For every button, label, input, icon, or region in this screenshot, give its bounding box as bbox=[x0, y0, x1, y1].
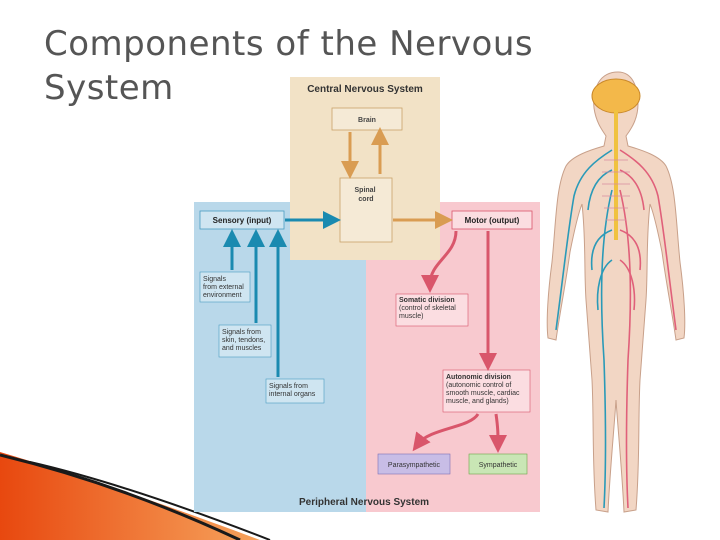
external-signals-label: Signals from external environment bbox=[203, 276, 246, 299]
sensory-label: Sensory (input) bbox=[213, 216, 272, 225]
external-signals-box bbox=[199, 271, 251, 303]
brain-label: Brain bbox=[358, 117, 376, 124]
sensory-box bbox=[199, 210, 285, 230]
corner-decoration bbox=[0, 452, 271, 540]
cns-title: Central Nervous System bbox=[307, 84, 423, 95]
skin-signals-label: Signals from skin, tendons, and muscles bbox=[222, 329, 267, 352]
spinal-cord-label: Spinal cord bbox=[355, 187, 378, 203]
parasympathetic-box bbox=[377, 453, 451, 475]
motor-to-somatic-arrow bbox=[421, 230, 458, 293]
human-body-illustration bbox=[546, 71, 686, 513]
autonomic-label: Autonomic division (autonomic control of… bbox=[446, 374, 521, 405]
motor-label: Motor (output) bbox=[465, 216, 520, 225]
sympathetic-box bbox=[468, 453, 528, 475]
internal-signals-box bbox=[265, 378, 325, 404]
somatic-label: Somatic division (control of skeletal mu… bbox=[399, 297, 458, 320]
internal-signals-label: Signals from internal organs bbox=[269, 383, 316, 398]
spinal-cord-box bbox=[339, 177, 393, 243]
slide-title: Components of the Nervous System bbox=[44, 24, 534, 108]
skin-signals-box bbox=[218, 324, 272, 358]
autonomic-box bbox=[442, 369, 531, 413]
pns-title: Peripheral Nervous System bbox=[299, 497, 429, 508]
autonomic-to-parasympathetic-arrow bbox=[412, 413, 480, 452]
brain-box bbox=[331, 107, 403, 131]
parasympathetic-label: Parasympathetic bbox=[388, 462, 441, 469]
somatic-box bbox=[395, 293, 469, 327]
autonomic-to-sympathetic-arrow bbox=[488, 413, 507, 453]
sympathetic-label: Sympathetic bbox=[479, 462, 518, 469]
